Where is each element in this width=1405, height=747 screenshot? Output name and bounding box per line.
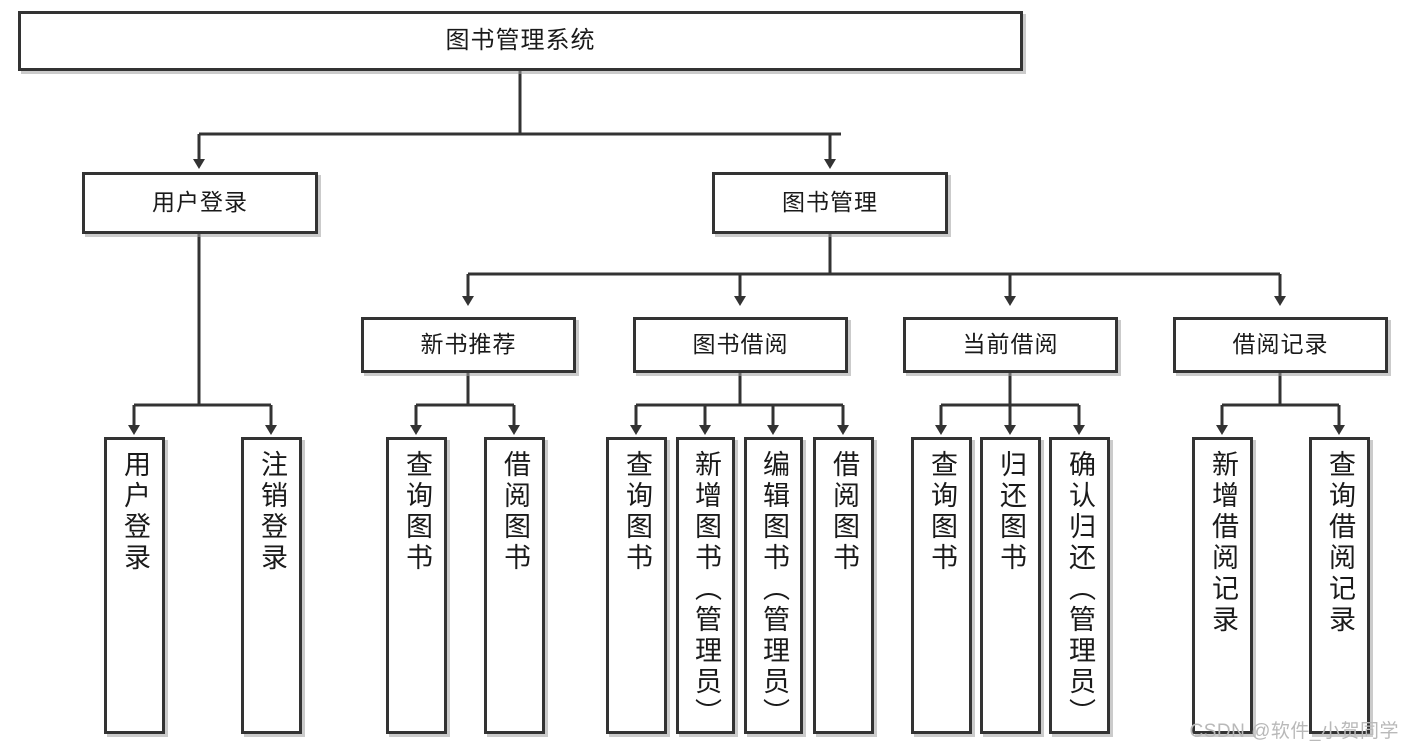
leaf-confirm-return[interactable]: 确认归还（管理员）: [1049, 437, 1110, 734]
node-user-login[interactable]: 用户登录: [82, 172, 318, 234]
node-new-book-rec-label: 新书推荐: [420, 331, 517, 358]
leaf-borrow-book-1-label: 借阅图书: [500, 450, 530, 574]
leaf-return-book[interactable]: 归还图书: [980, 437, 1041, 734]
node-book-borrow[interactable]: 图书借阅: [633, 317, 848, 373]
leaf-user-login[interactable]: 用户登录: [104, 437, 165, 734]
node-borrow-record-label: 借阅记录: [1232, 331, 1329, 358]
watermark: CSDN @软件_小贺同学: [1189, 721, 1399, 742]
leaf-user-login-label: 用户登录: [120, 450, 150, 574]
node-current-borrow[interactable]: 当前借阅: [903, 317, 1118, 373]
leaf-edit-book-label: 编辑图书（管理员）: [759, 450, 789, 729]
leaf-borrow-book-2[interactable]: 借阅图书: [813, 437, 874, 734]
leaf-logout[interactable]: 注销登录: [241, 437, 302, 734]
node-new-book-rec[interactable]: 新书推荐: [361, 317, 576, 373]
node-borrow-record[interactable]: 借阅记录: [1173, 317, 1388, 373]
leaf-confirm-return-label: 确认归还（管理员）: [1065, 450, 1095, 729]
leaf-add-record-label: 新增借阅记录: [1208, 450, 1238, 636]
leaf-add-book-label: 新增图书（管理员）: [691, 450, 721, 729]
leaf-return-book-label: 归还图书: [996, 450, 1026, 574]
node-book-manage-label: 图书管理: [782, 189, 878, 216]
node-current-borrow-label: 当前借阅: [962, 331, 1059, 358]
leaf-query-record[interactable]: 查询借阅记录: [1309, 437, 1370, 734]
node-book-manage[interactable]: 图书管理: [712, 172, 948, 234]
node-root-label: 图书管理系统: [445, 26, 596, 54]
leaf-query-book-2-label: 查询图书: [622, 450, 652, 574]
leaf-query-book-3[interactable]: 查询图书: [911, 437, 972, 734]
leaf-query-book-2[interactable]: 查询图书: [606, 437, 667, 734]
leaf-edit-book[interactable]: 编辑图书（管理员）: [744, 437, 803, 734]
node-user-login-label: 用户登录: [152, 189, 248, 216]
leaf-query-book-3-label: 查询图书: [927, 450, 957, 574]
leaf-query-record-label: 查询借阅记录: [1325, 450, 1355, 636]
leaf-query-book-1-label: 查询图书: [402, 450, 432, 574]
leaf-logout-label: 注销登录: [257, 450, 287, 574]
leaf-borrow-book-1[interactable]: 借阅图书: [484, 437, 545, 734]
leaf-add-book[interactable]: 新增图书（管理员）: [676, 437, 735, 734]
node-root[interactable]: 图书管理系统: [18, 11, 1023, 71]
leaf-add-record[interactable]: 新增借阅记录: [1192, 437, 1253, 734]
leaf-borrow-book-2-label: 借阅图书: [829, 450, 859, 574]
node-book-borrow-label: 图书借阅: [692, 331, 789, 358]
leaf-query-book-1[interactable]: 查询图书: [386, 437, 447, 734]
